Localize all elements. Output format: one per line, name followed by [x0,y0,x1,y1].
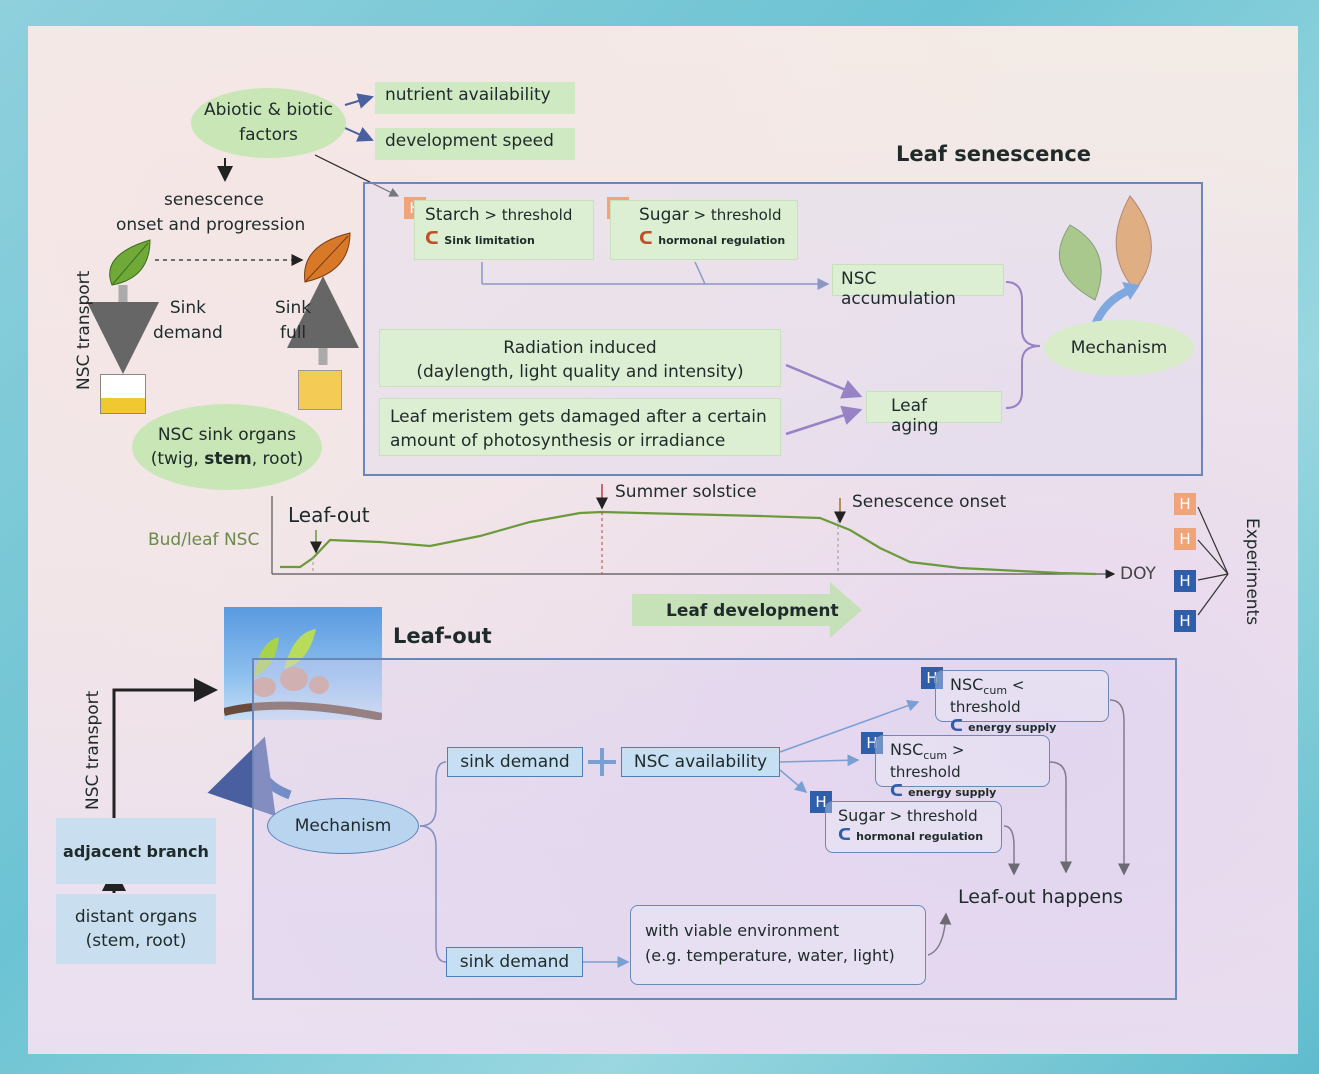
curl-icon: ᑕ [950,716,964,736]
nsc-lt-threshold-box: NSCcum < threshold ᑕ energy supply [935,670,1109,735]
development-text: development speed [385,131,554,151]
leaf-out-title: Leaf-out [393,624,492,648]
experiment-h4: H [1174,610,1196,632]
leaf-out-happens: Leaf-out happens [958,886,1124,908]
curl-icon: ᑕ [890,781,904,801]
sugar-threshold-box: Sugar > threshold ᑕ hormonal regulation [610,200,798,260]
leaf-aging-box: Leaf aging [866,391,1002,436]
leaf-senescence-title: Leaf senescence [896,142,1092,166]
sink-full-label: Sink full [275,298,312,343]
leaf-development-label: Leaf development [666,601,839,621]
sink-organs-line2: (twig, stem, root) [150,449,304,469]
leafout-mechanism: Mechanism [267,798,419,854]
experiment-h1: H [1174,493,1196,515]
starch-threshold-box: Starch > threshold ᑕ Sink limitation [414,200,594,260]
nsc-curve [280,510,1097,576]
senescence-label-2: onset and progression [116,215,306,235]
viable-environment-box: with viable environment(e.g. temperature… [630,905,926,985]
sink-demand-box: sink demand [447,747,583,777]
doy-label: DOY [1120,564,1156,584]
development-speed: development speed [375,128,575,160]
summer-solstice-label: Summer solstice [615,482,757,502]
bud-photo [224,607,382,720]
nutrient-text: nutrient availability [385,85,551,105]
sink-demand-box-2: sink demand [446,947,583,977]
sink-demand-label: Sink demand [153,298,223,343]
diagram-canvas [28,26,1298,1054]
adjacent-branch-box: adjacent branch [56,818,216,884]
experiment-h3: H [1174,570,1196,592]
nsc-gt-threshold-box: NSCcum > threshold ᑕ energy supply [875,735,1050,800]
nutrient-availability: nutrient availability [375,82,575,114]
timeline-leaf-out: Leaf-out [288,503,370,527]
experiments-label: Experiments [1242,518,1262,626]
nsc-accumulation-box: NSC accumulation [832,264,1004,309]
senescence-mechanism: Mechanism [1044,320,1194,376]
abiotic-biotic-factors: Abiotic & biotic factors [191,88,346,158]
radiation-box: Radiation induced(daylength, light quali… [379,329,781,387]
y-axis-label: Bud/leaf NSC [148,530,260,550]
meristem-box: Leaf meristem gets damaged after a certa… [379,398,781,456]
sink-organ-full-icon [298,370,342,410]
nsc-transport-bottom: NSC transport [83,690,103,810]
curl-icon: ᑕ [425,229,439,249]
factors-text: Abiotic & biotic factors [204,100,333,145]
senescence-onset-label: Senescence onset [852,492,1007,512]
sink-organs-line1: NSC sink organs [157,425,297,445]
curl-icon: ᑕ [639,229,653,249]
sugar-threshold-lo-box: Sugar > threshold ᑕ hormonal regulation [825,801,1002,853]
distant-organs-box: distant organs(stem, root) [56,894,216,964]
experiment-h2: H [1174,528,1196,550]
nsc-transport-top: NSC transport [74,270,94,390]
curl-icon: ᑕ [838,825,852,844]
senescence-label-1: senescence [164,190,264,210]
nsc-availability-box: NSC availability [621,747,780,777]
sink-organ-partial-icon [100,374,146,414]
nsc-sink-organs: NSC sink organs (twig, stem, root) [132,404,322,490]
